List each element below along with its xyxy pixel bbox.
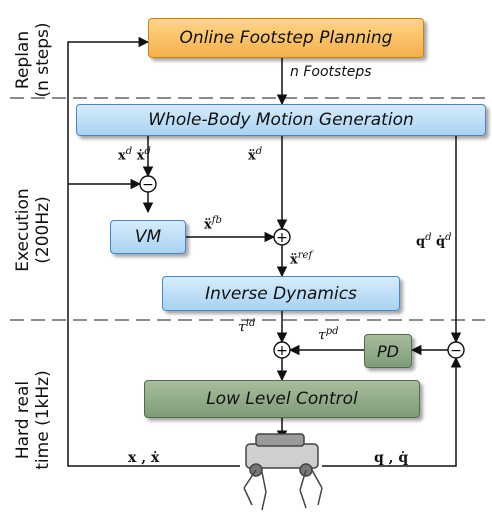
replan-label-line1: Replan bbox=[13, 30, 33, 90]
xddot-fb-label: ẍfb bbox=[204, 215, 222, 233]
replan-label-line2: (n steps) bbox=[33, 22, 53, 98]
hard-realtime-label-line2: time (1kHz) bbox=[33, 370, 53, 470]
plus-junction-acc bbox=[273, 228, 291, 246]
hard-realtime-section-label: Hard real time (1kHz) bbox=[13, 361, 53, 479]
whole-body-motion-generation-label: Whole-Body Motion Generation bbox=[148, 110, 414, 130]
plus-junction-torque bbox=[273, 341, 291, 359]
minus-junction-right-sign: − bbox=[450, 343, 462, 359]
xd-xdot-d-label: xd ẋd bbox=[118, 146, 151, 164]
low-level-control-label: Low Level Control bbox=[206, 389, 358, 409]
low-level-control-box: Low Level Control bbox=[144, 380, 420, 418]
minus-junction-left bbox=[139, 175, 157, 193]
state-feedback-left-line bbox=[67, 36, 240, 467]
plus-junction-torque-sign: + bbox=[276, 343, 288, 359]
replan-section-label: Replan (n steps) bbox=[13, 5, 53, 115]
vm-label: VM bbox=[134, 227, 162, 247]
x-xdot-state-label: x , ẋ bbox=[128, 450, 160, 466]
xddot-ref-label: ẍref bbox=[290, 250, 313, 268]
tau-id-label: τid bbox=[238, 318, 256, 336]
inverse-dynamics-box: Inverse Dynamics bbox=[162, 276, 400, 311]
inverse-dynamics-label: Inverse Dynamics bbox=[205, 283, 357, 304]
execution-label-line1: Execution bbox=[13, 188, 33, 272]
online-footstep-planning-label: Online Footstep Planning bbox=[179, 28, 393, 48]
qd-qdot-d-label: qd q̇d bbox=[416, 232, 452, 250]
minus-junction-right bbox=[447, 341, 465, 359]
pd-label: PD bbox=[377, 341, 399, 361]
state-feedback-right-line bbox=[322, 356, 462, 467]
q-qdot-state-label: q , q̇ bbox=[374, 450, 409, 466]
pd-box: PD bbox=[364, 334, 412, 368]
xddot-d-label: ẍd bbox=[248, 146, 263, 164]
quadruped-robot-image bbox=[243, 433, 323, 511]
vm-box: VM bbox=[110, 220, 186, 254]
online-footstep-planning-box: Online Footstep Planning bbox=[148, 18, 424, 58]
hard-realtime-label-line1: Hard real bbox=[13, 380, 33, 460]
whole-body-motion-generation-box: Whole-Body Motion Generation bbox=[76, 104, 486, 136]
execution-section-label: Execution (200Hz) bbox=[13, 175, 53, 285]
plus-junction-acc-sign: + bbox=[276, 230, 288, 246]
tau-pd-label: τpd bbox=[318, 326, 339, 344]
n-footsteps-label: n Footsteps bbox=[290, 64, 372, 80]
minus-junction-left-sign: − bbox=[142, 177, 154, 193]
execution-label-line2: (200Hz) bbox=[33, 196, 53, 264]
